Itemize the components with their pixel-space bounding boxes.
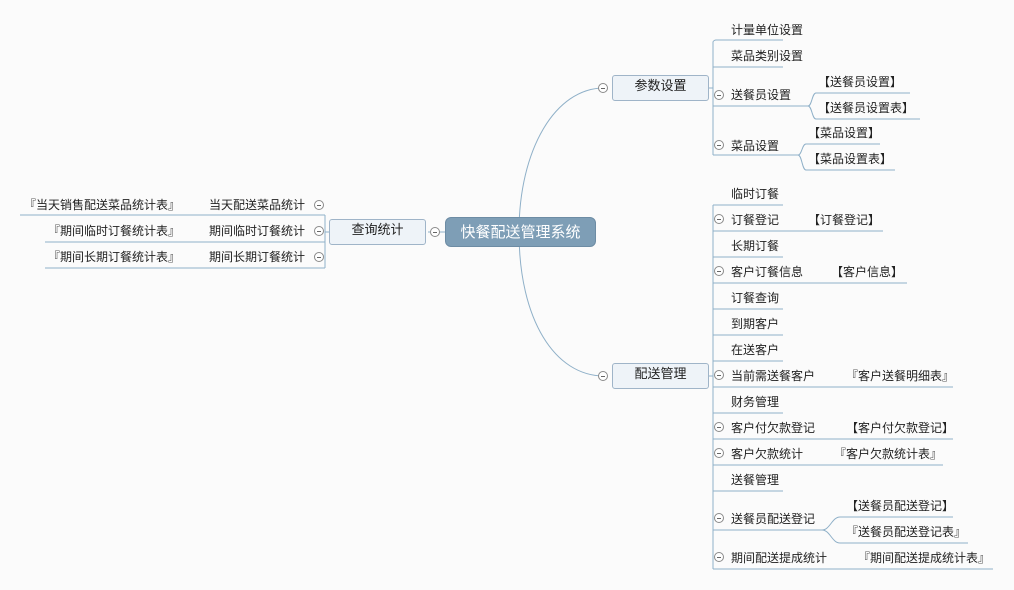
form-customer-delivery-detail[interactable]: 『客户送餐明细表』 bbox=[846, 369, 955, 383]
collapse-root-icon[interactable] bbox=[430, 227, 440, 237]
node-today-dish-stats[interactable]: 当天配送菜品统计 bbox=[209, 198, 306, 212]
link-root-params bbox=[518, 87, 605, 233]
collapse-params-icon[interactable] bbox=[598, 83, 608, 93]
node-temp-order[interactable]: 临时订餐 bbox=[731, 187, 780, 201]
node-category-settings[interactable]: 菜品类别设置 bbox=[731, 49, 804, 63]
node-order-query[interactable]: 订餐查询 bbox=[731, 291, 780, 305]
branch-params[interactable]: 参数设置 bbox=[612, 75, 709, 101]
node-customer-order-info[interactable]: 客户订餐信息 bbox=[731, 265, 804, 279]
form-courier-delivery-register[interactable]: 【送餐员配送登记】 bbox=[846, 499, 955, 513]
node-payment-register[interactable]: 客户付欠款登记 bbox=[731, 421, 816, 435]
node-finance[interactable]: 财务管理 bbox=[731, 395, 780, 409]
node-commission-stats[interactable]: 期间配送提成统计 bbox=[731, 551, 828, 565]
node-temp-order-stats[interactable]: 期间临时订餐统计 bbox=[209, 224, 306, 238]
node-expired-customers[interactable]: 到期客户 bbox=[731, 317, 780, 331]
node-courier-delivery-register[interactable]: 送餐员配送登记 bbox=[731, 512, 816, 526]
form-debt-stats[interactable]: 『客户欠款统计表』 bbox=[834, 447, 943, 461]
branch-delivery-label: 配送管理 bbox=[634, 367, 687, 382]
form-temp-order-stats[interactable]: 『期间临时订餐统计表』 bbox=[48, 224, 181, 238]
node-dish-settings[interactable]: 菜品设置 bbox=[731, 139, 780, 153]
collapse-long-order-stats-icon[interactable] bbox=[314, 252, 324, 262]
node-active-customers[interactable]: 在送客户 bbox=[731, 343, 780, 357]
form-long-order-stats[interactable]: 『期间长期订餐统计表』 bbox=[48, 250, 181, 264]
node-unit-settings[interactable]: 计量单位设置 bbox=[731, 23, 804, 37]
collapse-delivery-icon[interactable] bbox=[598, 371, 608, 381]
node-current-delivery-customers[interactable]: 当前需送餐客户 bbox=[731, 369, 816, 383]
form-dish-settings-table[interactable]: 【菜品设置表】 bbox=[808, 152, 893, 166]
collapse-courier-icon[interactable] bbox=[714, 90, 724, 100]
node-order-register[interactable]: 订餐登记 bbox=[731, 213, 780, 227]
form-order-register[interactable]: 【订餐登记】 bbox=[808, 213, 881, 227]
collapse-courier-delivery-icon[interactable] bbox=[714, 513, 724, 523]
root-label: 快餐配送管理系统 bbox=[460, 223, 581, 241]
root-node[interactable]: 快餐配送管理系统 bbox=[445, 217, 596, 247]
node-debt-stats[interactable]: 客户欠款统计 bbox=[731, 447, 804, 461]
node-long-order[interactable]: 长期订餐 bbox=[731, 239, 780, 253]
form-payment-register[interactable]: 【客户付欠款登记】 bbox=[846, 421, 955, 435]
collapse-order-register-icon[interactable] bbox=[714, 214, 724, 224]
collapse-temp-order-stats-icon[interactable] bbox=[314, 226, 324, 236]
node-meal-delivery[interactable]: 送餐管理 bbox=[731, 473, 780, 487]
branch-delivery[interactable]: 配送管理 bbox=[612, 363, 709, 389]
form-courier-delivery-table[interactable]: 『送餐员配送登记表』 bbox=[846, 525, 967, 539]
form-courier-settings-table[interactable]: 【送餐员设置表】 bbox=[818, 101, 915, 115]
node-courier-settings[interactable]: 送餐员设置 bbox=[731, 88, 792, 102]
collapse-payment-register-icon[interactable] bbox=[714, 422, 724, 432]
collapse-customer-order-info-icon[interactable] bbox=[714, 266, 724, 276]
branch-query[interactable]: 查询统计 bbox=[329, 219, 426, 245]
node-long-order-stats[interactable]: 期间长期订餐统计 bbox=[209, 250, 306, 264]
collapse-today-dish-stats-icon[interactable] bbox=[314, 200, 324, 210]
branch-params-label: 参数设置 bbox=[634, 79, 687, 94]
form-today-dish-stats[interactable]: 『当天销售配送菜品统计表』 bbox=[24, 198, 181, 212]
collapse-current-delivery-icon[interactable] bbox=[714, 370, 724, 380]
branch-query-label: 查询统计 bbox=[351, 223, 404, 238]
form-courier-settings[interactable]: 【送餐员设置】 bbox=[818, 75, 903, 89]
form-customer-info[interactable]: 【客户信息】 bbox=[831, 265, 904, 279]
form-dish-settings[interactable]: 【菜品设置】 bbox=[808, 126, 881, 140]
collapse-commission-stats-icon[interactable] bbox=[714, 552, 724, 562]
collapse-dish-icon[interactable] bbox=[714, 140, 724, 150]
form-commission-stats[interactable]: 『期间配送提成统计表』 bbox=[858, 551, 991, 565]
link-root-delivery bbox=[518, 231, 605, 377]
collapse-debt-stats-icon[interactable] bbox=[714, 448, 724, 458]
